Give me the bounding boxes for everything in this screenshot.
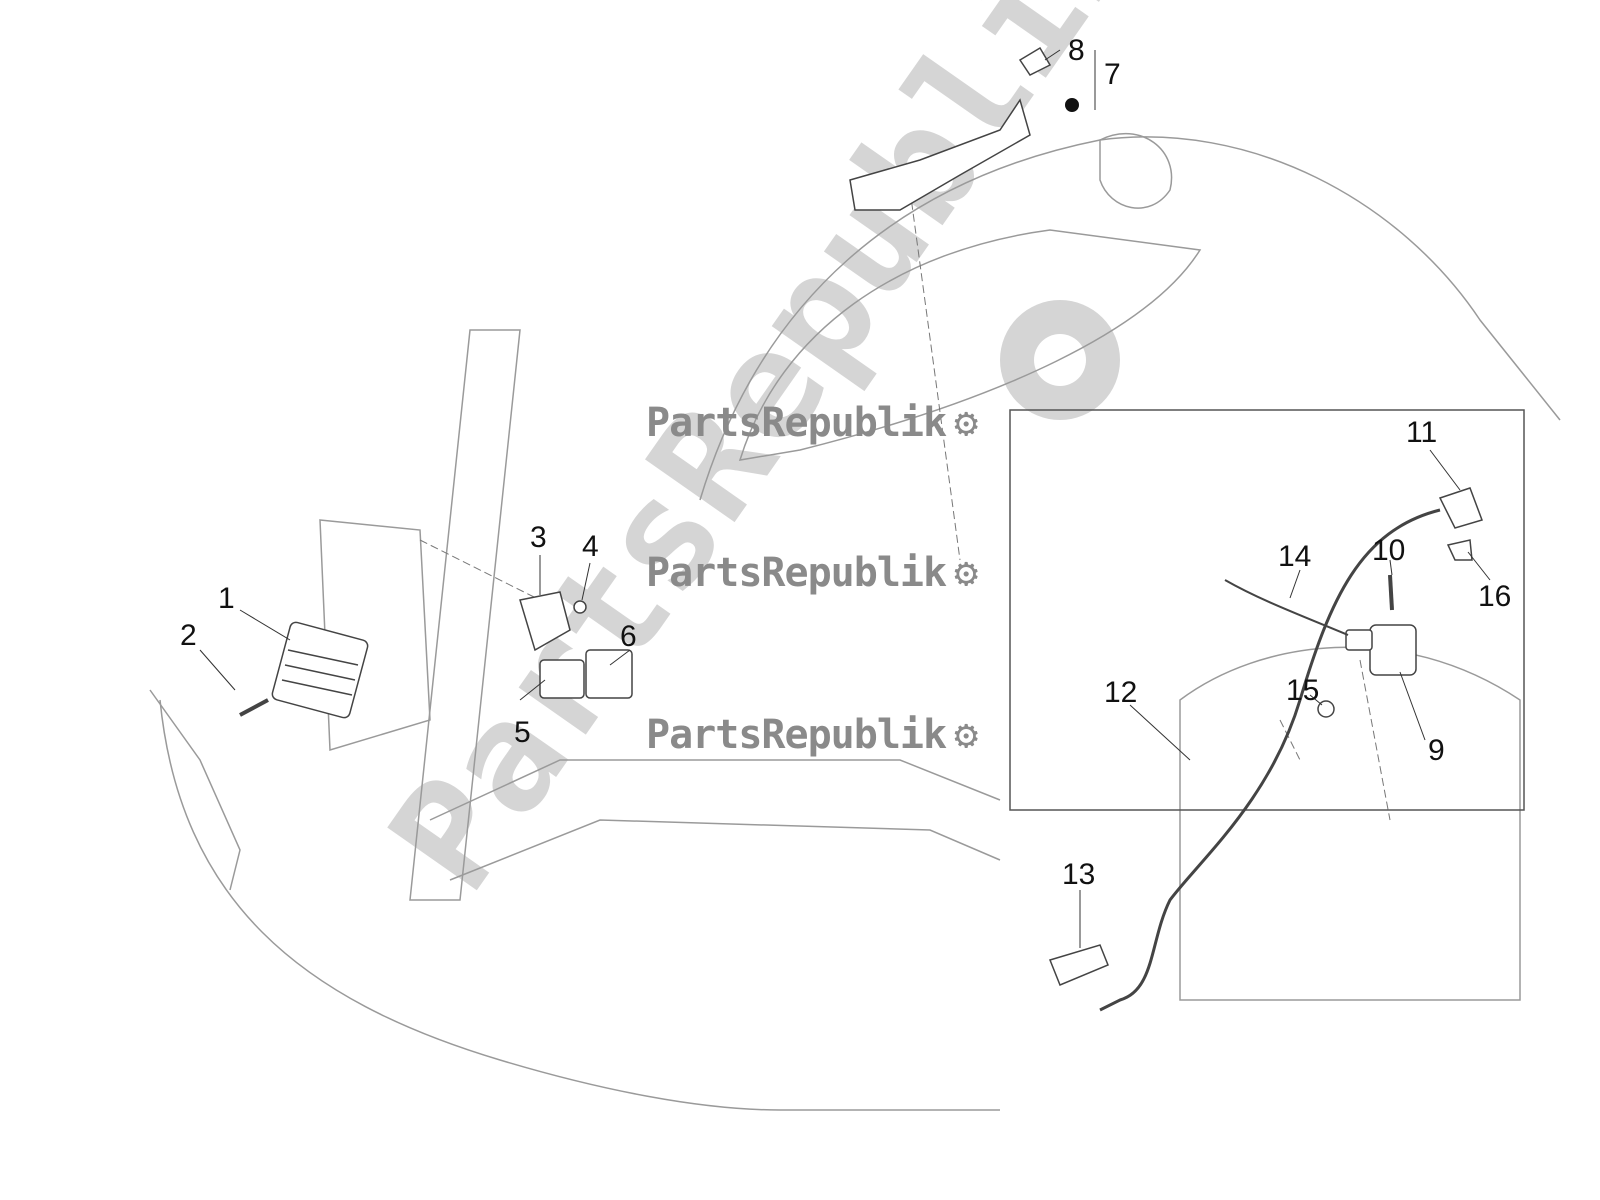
- floor-board: [429, 759, 1001, 821]
- relay: [539, 659, 585, 699]
- watermark-text-2: PartsRepublik: [646, 550, 947, 596]
- regulator-bolt: [239, 698, 269, 717]
- storage-compartment: [738, 229, 1202, 461]
- callout-leaders: [199, 49, 1491, 948]
- watermark-row-3: PartsRepublik⚙: [646, 712, 978, 758]
- ignition-coil: [1345, 624, 1417, 676]
- coil-screw: [1388, 574, 1394, 611]
- diagonal-watermark-text: PartsRepublik: [357, 0, 1173, 921]
- voltage-regulator: [271, 621, 369, 719]
- parts: [239, 46, 1483, 986]
- engine-cover: [1179, 646, 1521, 1001]
- spark-plug-cap: [1438, 487, 1483, 529]
- callout-5: 5: [514, 716, 531, 749]
- cables: [1099, 508, 1441, 1012]
- callout-numbers: 1 2 3 4 5 6 7 8 9 10 11 12 13 14 15 16: [180, 34, 1511, 891]
- left-bracket: [149, 689, 241, 891]
- legshield-outline: [159, 699, 1000, 1111]
- callout-10: 10: [1372, 534, 1405, 567]
- coil-wire: [1224, 579, 1349, 636]
- relay-bracket: [519, 591, 571, 652]
- hv-cable-end: [1048, 944, 1109, 986]
- bracket-nut: [573, 600, 587, 614]
- bullet-dot: [1065, 98, 1079, 112]
- gear-icon: ⚙: [954, 550, 978, 596]
- watermark-text-3: PartsRepublik: [646, 712, 947, 758]
- callout-8: 8: [1068, 34, 1085, 67]
- cable-clip: [1018, 46, 1052, 76]
- callout-1: 1: [218, 582, 235, 615]
- pipe-fitting: [1446, 539, 1473, 561]
- callout-2: 2: [180, 619, 197, 652]
- gear-icon: ⚙: [954, 712, 978, 758]
- callout-9: 9: [1428, 734, 1445, 767]
- watermark-row-1: PartsRepublik⚙: [646, 400, 978, 446]
- gear-icon: ⚙: [954, 400, 978, 446]
- diagonal-watermark: PartsRepublik: [357, 0, 1173, 921]
- inset-frame: [1009, 409, 1525, 811]
- callout-7: 7: [1104, 58, 1121, 91]
- floor-board-lower: [449, 819, 1001, 881]
- callout-13: 13: [1062, 858, 1095, 891]
- watermark-text-1: PartsRepublik: [646, 400, 947, 446]
- callout-15: 15: [1286, 674, 1319, 707]
- watermark-row-2: PartsRepublik⚙: [646, 550, 978, 596]
- callout-16: 16: [1478, 580, 1511, 613]
- hv-cable: [1099, 508, 1441, 1012]
- callout-12: 12: [1104, 676, 1137, 709]
- callout-11: 11: [1406, 416, 1437, 449]
- electrical-support-bracket: [849, 98, 1031, 211]
- callout-6: 6: [620, 620, 637, 653]
- callout-4: 4: [582, 530, 599, 563]
- callout-14: 14: [1278, 540, 1311, 573]
- helmet-hole: [1099, 133, 1173, 209]
- relay-connector: [585, 649, 633, 699]
- callout-3: 3: [530, 521, 547, 554]
